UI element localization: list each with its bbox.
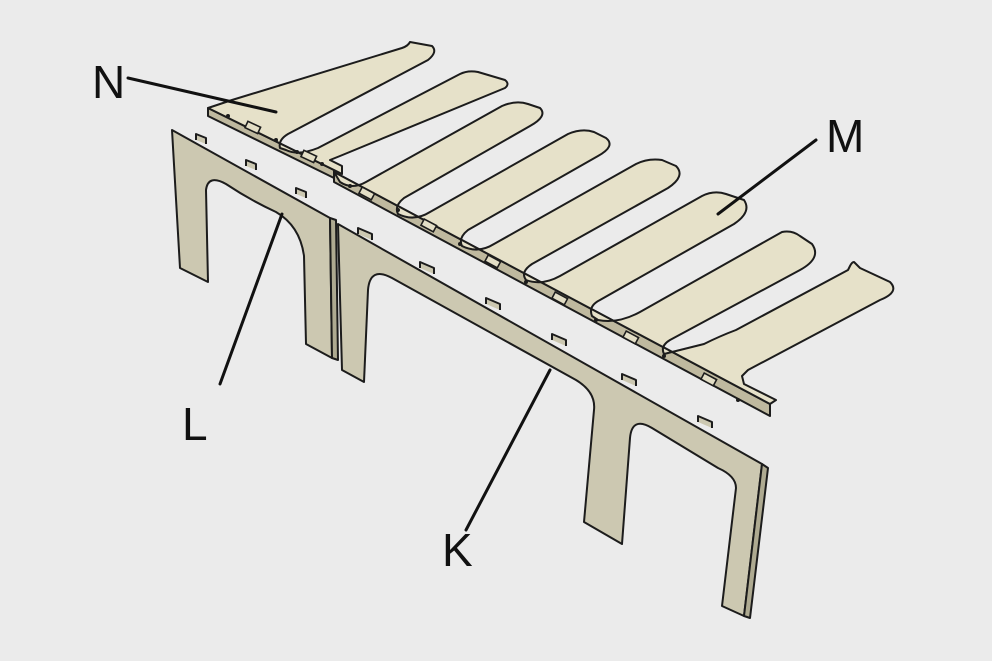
label-n: N <box>92 56 125 108</box>
leader-line-k <box>464 368 552 532</box>
leader-line-n <box>126 76 278 114</box>
label-m: M <box>826 110 864 162</box>
label-k: K <box>442 524 473 576</box>
leader-line-l <box>218 212 284 386</box>
part-k-leg-frame <box>337 223 769 619</box>
part-n-top-panel <box>207 41 509 179</box>
label-l: L <box>182 398 208 450</box>
part-m-top-panel <box>333 101 895 417</box>
part-l-leg-frame <box>171 129 339 361</box>
leader-line-m <box>716 138 818 216</box>
